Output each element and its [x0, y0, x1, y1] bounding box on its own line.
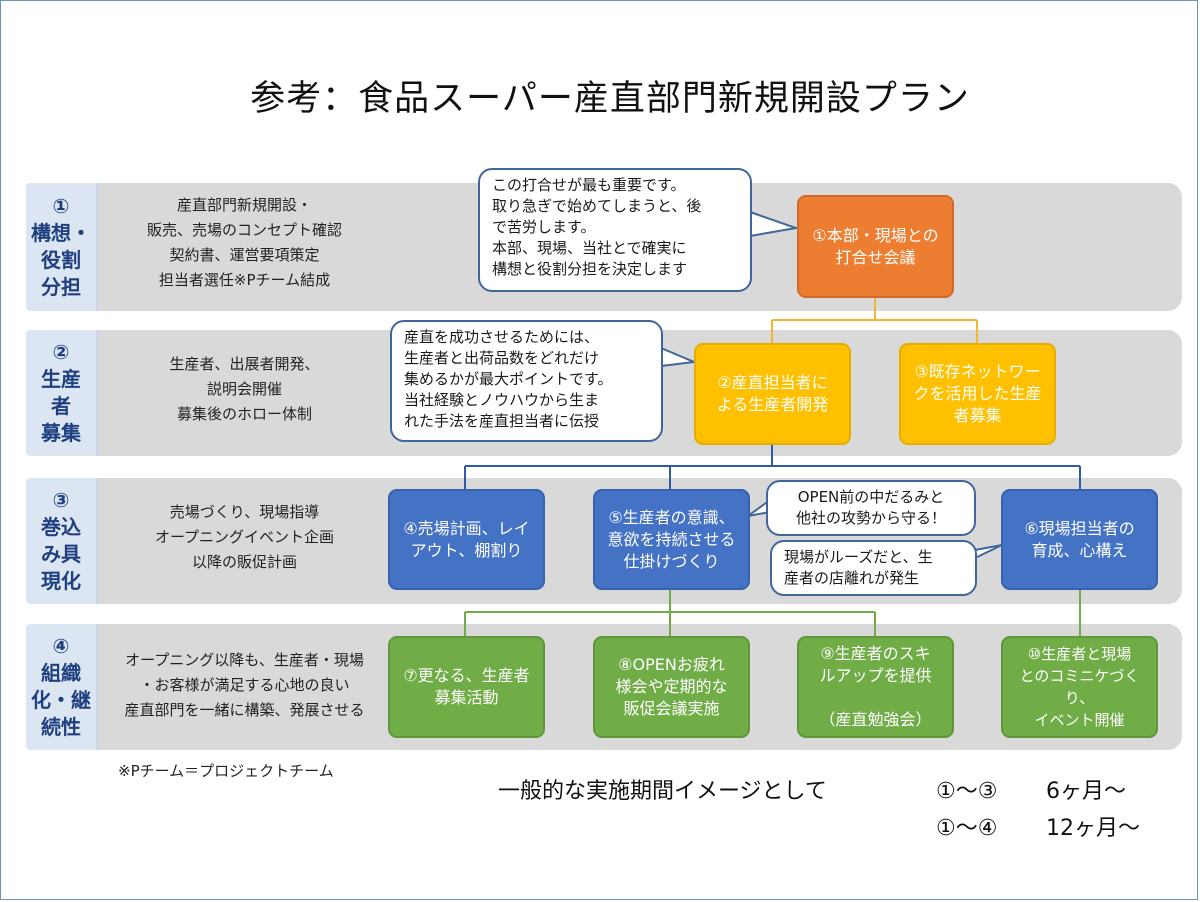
description-line: 契約書、運営要項策定	[169, 246, 320, 264]
stage-description-1: 産直部門新規開設・ 販売、売場のコンセプト確認 契約書、運営要項策定 担当者選任…	[112, 193, 377, 293]
stage-label-2-text: ② 生産 者 募集	[41, 340, 81, 445]
callout-meeting-importance-text: この打合せが最も重要です。 取り急ぎで始めてしまうと、後 で苦労します。 本部、…	[492, 176, 702, 278]
stage-label-4-text: ④ 組織 化・継 続性	[31, 634, 91, 739]
step-6-box: ⑥現場担当者の 育成、心構え	[1001, 489, 1158, 590]
stage-description-4: オープニング以降も、生産者・現場 ・お客様が満足する心地の良い 産直部門を一緒に…	[112, 648, 377, 723]
step-8-text: ⑧OPENお疲れ 様会や定期的な 販促会議実施	[615, 655, 728, 718]
callout-2-tail	[660, 347, 698, 367]
step-7-text: ⑦更なる、生産者 募集活動	[403, 666, 530, 707]
stage-label-2: ② 生産 者 募集	[26, 330, 98, 456]
step-2-text: ②産直担当者に よる生産者開発	[716, 373, 829, 414]
callout-meeting-importance: この打合せが最も重要です。 取り急ぎで始めてしまうと、後 で苦労します。 本部、…	[478, 168, 752, 292]
period-line-1-label: 一般的な実施期間イメージとして	[498, 779, 827, 804]
description-line: 説明会開催	[206, 380, 282, 398]
step-9-text: ⑨生産者のスキ ルアップを提供 （産直勉強会）	[819, 644, 932, 729]
step-8-box: ⑧OPENお疲れ 様会や定期的な 販促会議実施	[593, 636, 750, 738]
step-6-text: ⑥現場担当者の 育成、心構え	[1024, 518, 1135, 560]
description-line: 募集後のホロー体制	[176, 405, 312, 423]
description-line: 生産者、出展者開発、	[169, 355, 320, 373]
description-line: 販売、売場のコンセプト確認	[146, 221, 342, 239]
step-3-box: ③既存ネットワー クを活用した生産 者募集	[899, 343, 1056, 445]
description-line: 担当者選任※Pチーム結成	[158, 271, 331, 289]
period-line-2-value: 12ヶ月～	[1046, 816, 1140, 841]
step-5-box: ⑤生産者の意識、 意欲を持続させる 仕掛けづくり	[593, 489, 750, 590]
step-1-text: ①本部・現場との 打合せ会議	[812, 225, 939, 267]
callout-staff-looseness: 現場がルーズだと、生 産者の店離れが発生	[770, 540, 977, 596]
step-10-box: ⑩生産者と現場 とのコミニケづくり、 イベント開催	[1001, 636, 1158, 738]
step-9-box: ⑨生産者のスキ ルアップを提供 （産直勉強会）	[797, 636, 954, 738]
page-title: 参考：食品スーパー産直部門新規開設プラン	[250, 79, 970, 119]
description-line: 売場づくり、現場指導	[169, 503, 320, 521]
step-4-text: ④売場計画、レイ アウト、棚割り	[403, 518, 530, 560]
callout-1-tail	[749, 211, 800, 237]
callout-pre-open: OPEN前の中だるみと 他社の攻勢から守る！	[766, 480, 976, 536]
callout-staff-looseness-text: 現場がルーズだと、生 産者の店離れが発生	[784, 548, 933, 587]
stage-description-3: 売場づくり、現場指導 オープニングイベント企画 以降の販促計画	[112, 500, 377, 575]
callout-pre-open-text: OPEN前の中だるみと 他社の攻勢から守る！	[795, 488, 946, 527]
stage-label-3: ③ 巻込 み具 現化	[26, 478, 98, 604]
callout-producer-recruitment-text: 産直を成功させるためには、 生産者と出荷品数をどれだけ 集めるかが最大ポイントで…	[404, 328, 613, 430]
step-4-box: ④売場計画、レイ アウト、棚割り	[388, 489, 545, 590]
description-line: オープニングイベント企画	[154, 528, 335, 546]
description-line: ・お客様が満足する心地の良い	[139, 676, 350, 694]
step-7-box: ⑦更なる、生産者 募集活動	[388, 636, 545, 738]
step-3-text: ③既存ネットワー クを活用した生産 者募集	[913, 362, 1042, 425]
stage-label-1-text: ① 構想・ 役割 分担	[31, 194, 91, 299]
step-5-text: ⑤生産者の意識、 意欲を持続させる 仕掛けづくり	[607, 507, 736, 571]
period-line-1-value: 6ヶ月～	[1046, 779, 1126, 804]
description-line: オープニング以降も、生産者・現場	[125, 651, 364, 669]
description-line: 産直部門を一緒に構築、発展させる	[124, 701, 365, 719]
step-10-text: ⑩生産者と現場 とのコミニケづくり、 イベント開催	[1019, 645, 1140, 729]
description-line: 以降の販促計画	[191, 553, 297, 571]
callout-4-tail	[974, 544, 1003, 559]
description-line: 産直部門新規開設・	[176, 196, 312, 214]
stage-description-2: 生産者、出展者開発、 説明会開催 募集後のホロー体制	[112, 352, 377, 427]
stage-label-3-text: ③ 巻込 み具 現化	[41, 488, 81, 593]
period-line-1-range: ①～③	[936, 779, 998, 804]
callout-producer-recruitment: 産直を成功させるためには、 生産者と出荷品数をどれだけ 集めるかが最大ポイントで…	[390, 320, 663, 442]
stage-label-4: ④ 組織 化・継 続性	[26, 624, 98, 750]
stage-label-1: ① 構想・ 役割 分担	[26, 183, 98, 311]
step-1-box: ①本部・現場との 打合せ会議	[797, 195, 954, 298]
step-2-box: ②産直担当者に よる生産者開発	[694, 343, 851, 445]
footnote: ※Pチーム＝プロジェクトチーム	[118, 762, 334, 780]
period-line-2-range: ①～④	[936, 816, 998, 841]
